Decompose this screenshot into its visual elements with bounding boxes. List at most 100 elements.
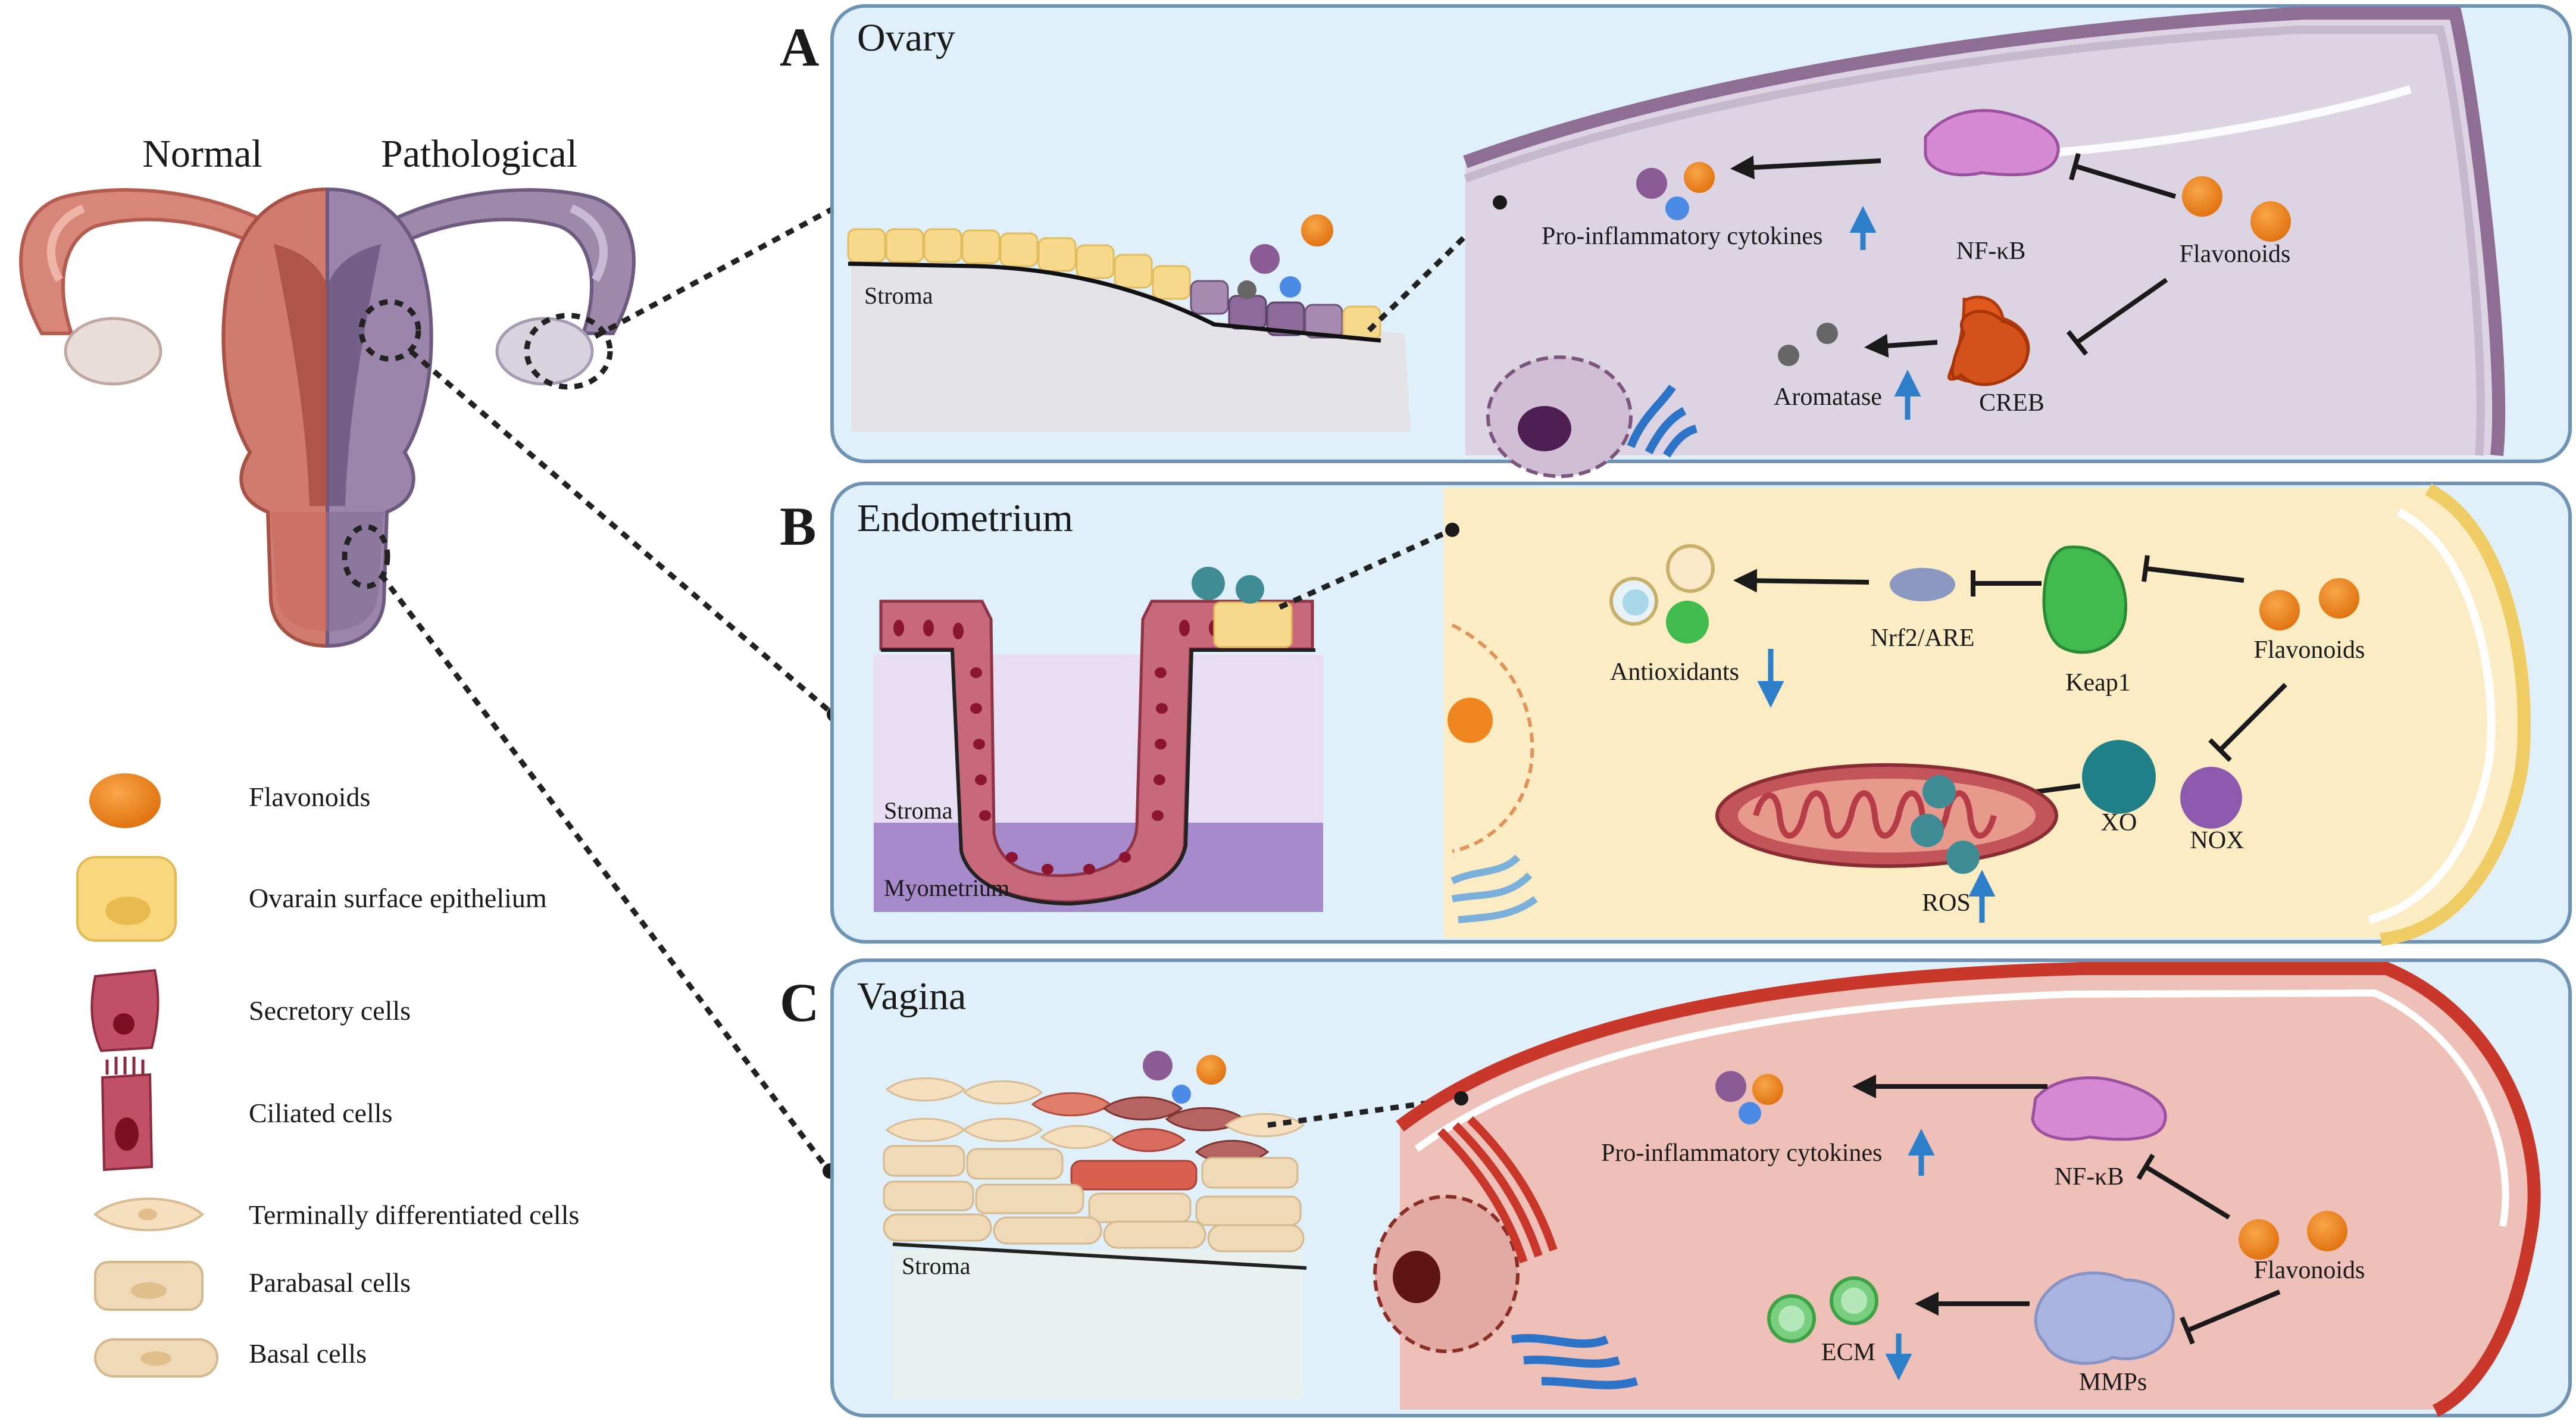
normal-label: Normal [142,132,262,176]
panel-title: Vagina [857,975,966,1018]
cytokines-label: Pro-inflammatory cytokines [1542,223,1822,250]
nfkb-icon [1924,109,2060,177]
antioxidants-label: Antioxidants [1610,658,1739,686]
aromatase-icon [1778,345,1799,366]
ros-icon [1192,567,1225,600]
vagina-epithelium [883,1077,1307,1270]
aromatase-label: Aromatase [1774,383,1882,411]
panel-letter: C [780,972,819,1033]
flavonoid-icon [2239,1219,2279,1260]
ros-icon [1946,841,1980,874]
flavonoids-label: Flavonoids [2254,636,2365,664]
xo-icon [2082,740,2156,814]
ecm-label: ECM [1821,1339,1875,1366]
nfkb-icon [2031,1076,2167,1141]
antioxidant-icon [1666,544,1715,593]
stroma-label: Stroma [864,282,933,309]
inhibition-arrow [2144,1164,2231,1220]
legend-label: Ciliated cells [249,1098,392,1128]
endometrium-stroma [874,655,1323,823]
aromatase-icon [1817,323,1838,344]
nox-label: NOX [2190,827,2244,854]
vagina-stroma [893,1250,1303,1399]
mmps-label: MMPs [2079,1369,2147,1396]
panel-ovary: A Ovary Stroma [780,4,2572,478]
legend-label: Parabasal cells [249,1267,411,1298]
right-ovary [495,317,594,386]
legend: Flavonoids Ovarain surface epithelium Se… [76,773,579,1378]
stroma-label: Stroma [902,1253,971,1279]
ovary-stroma [851,262,1411,432]
zoom-connector [1278,527,1453,610]
ovary-cell-zoom [1463,7,2506,478]
vagina-highlight [342,524,390,589]
nrf2-label: Nrf2/ARE [1871,624,1975,652]
cytokines-label: Pro-inflammatory cytokines [1601,1139,1882,1167]
legend-item: Secretory cells [90,969,411,1053]
nox-icon [2180,767,2242,829]
cytokine-icon [1250,244,1280,274]
cytokine-icon [1143,1051,1173,1080]
legend-label: Basal cells [249,1338,367,1369]
flavonoid-icon [89,773,161,828]
ros-icon [1911,814,1944,847]
creb-label: CREB [1979,389,2044,417]
cytokine-icon [1280,276,1301,298]
mitochondrion-icon [1715,763,2058,868]
panel-letter: B [780,496,816,557]
endometrium-connector [409,349,835,717]
flavonoid-icon [2250,201,2291,242]
flavonoid-icon [2259,590,2300,630]
activation-arrow [1733,569,1870,593]
legend-item: Ovarain surface epithelium [76,856,547,942]
ros-icon [1236,575,1264,604]
xo-label: XO [2101,809,2137,836]
nrf2-icon [1890,568,1955,601]
legend-item: Basal cells [94,1338,367,1378]
legend-item: Terminally differentiated cells [93,1197,579,1232]
legend-item: Flavonoids [89,773,370,828]
inhibition-arrow [2076,164,2177,199]
activation-arrow [1730,155,1881,180]
flavonoid-icon [2307,1211,2347,1251]
mmps-icon [2034,1271,2175,1365]
legend-label: Ovarain surface epithelium [249,883,547,913]
creb-icon [1950,310,2030,386]
endometrium-cell-zoom [1443,483,2531,946]
vagina-cell-zoom [1373,962,2541,1417]
inhibition-arrow [2145,566,2244,583]
flavonoid-icon [1684,162,1715,193]
cytokine-icon [1172,1085,1191,1104]
antioxidant-icon [1666,601,1709,644]
inhibition-arrow [2075,277,2168,345]
panel-title: Ovary [857,16,955,60]
legend-label: Flavonoids [249,782,370,812]
panel-vagina: C Vagina [780,958,2572,1417]
flavonoid-icon [2319,578,2359,619]
legend-item: Parabasal cells [94,1261,411,1311]
flavonoids-label: Flavonoids [2180,241,2291,268]
flavonoids-label: Flavonoids [2254,1257,2365,1284]
flavonoid-icon [1301,214,1333,246]
nfkb-label: NF-κB [2055,1163,2124,1191]
flavonoid-icon [1752,1074,1783,1105]
nfkb-label: NF-κB [1956,238,2026,265]
left-ovary [64,317,162,386]
inhibition-arrow [2218,683,2287,752]
panel-title: Endometrium [857,496,1073,540]
vagina-connector [379,573,833,1175]
flavonoid-icon [1196,1055,1226,1085]
cytokine-icon [1715,1071,1746,1102]
keap1-label: Keap1 [2065,669,2131,697]
myometrium-label: Myometrium [884,875,1009,901]
legend-label: Terminally differentiated cells [249,1200,579,1230]
cytokine-icon [1665,196,1689,220]
uterus-illustration: Normal Pathological [19,132,849,1179]
flavonoid-icon [2182,176,2222,217]
ovary-highlight [524,313,613,390]
activation-arrow [1864,333,1938,358]
aromatase-icon [1237,280,1256,299]
left-tube [19,188,327,335]
inhibition-arrow [2186,1289,2281,1333]
